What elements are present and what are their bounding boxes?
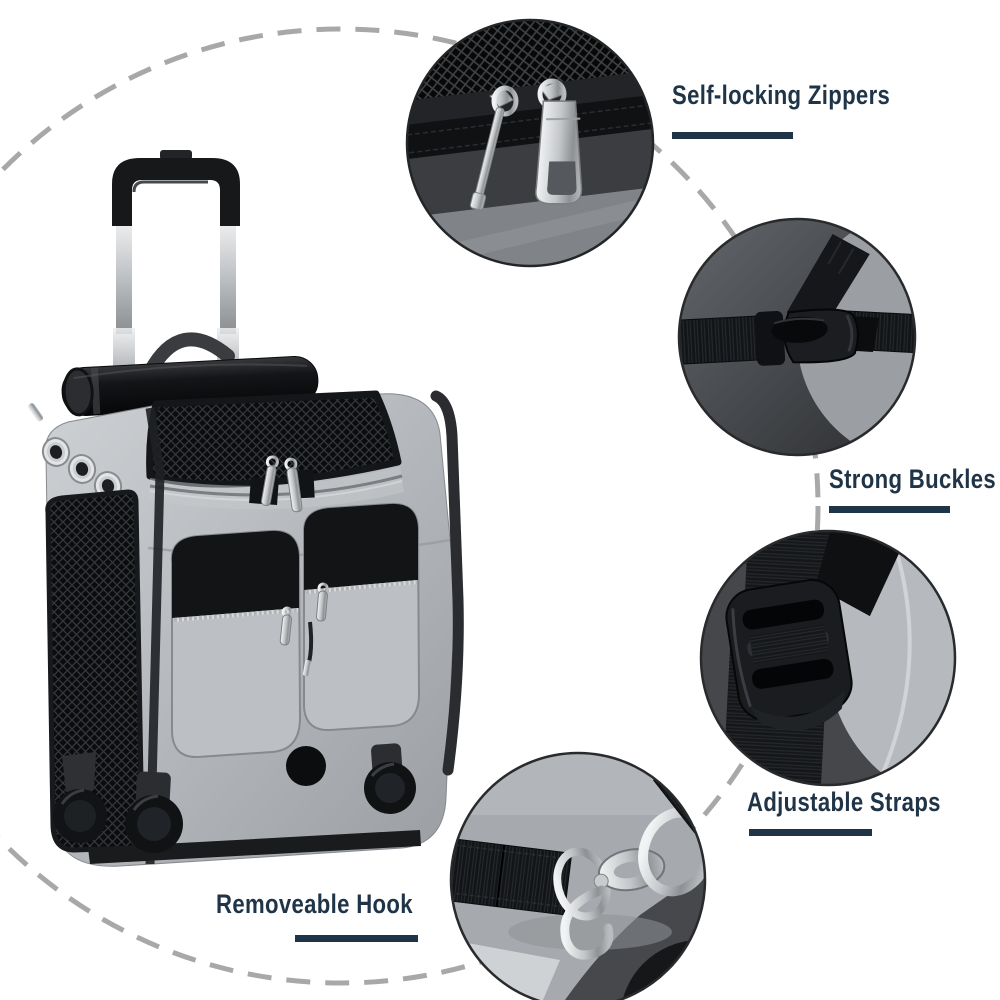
feature-label-adjustable-straps: Adjustable Straps (747, 787, 941, 818)
main-zipper-pulls (249, 455, 315, 513)
feature-underline-removeable-hook (295, 935, 418, 942)
front-pocket-right (302, 502, 421, 732)
zipper-pull-front (535, 78, 583, 205)
pocket-zipper-pull (316, 582, 329, 622)
ladder-lock-adjuster (725, 579, 853, 731)
hook-strap-left (451, 837, 573, 916)
feature-label-strong-buckles: Strong Buckles (829, 464, 996, 495)
dashed-circle-decoration (0, 26, 821, 986)
front-pocket-left (170, 529, 302, 759)
wheel-front-left (125, 771, 183, 853)
zipper-callout-photo (405, 18, 655, 268)
pocket-zipper-pull (279, 606, 293, 646)
feature-underline-self-locking-zippers (672, 132, 793, 139)
carrier-photo (28, 150, 464, 867)
bottom-base (88, 830, 421, 864)
feature-underline-adjustable-straps (749, 829, 872, 836)
strap-callout-photo (699, 529, 957, 787)
buckle-callout-photo (677, 217, 917, 457)
feature-underline-strong-buckles (829, 506, 950, 513)
wheel-rear-right (286, 746, 326, 786)
wheel-rear-left (53, 752, 107, 843)
feature-label-self-locking-zippers: Self-locking Zippers (672, 80, 890, 111)
feature-label-text: Self-locking Zippers (672, 80, 891, 110)
zipper-pull-side (469, 85, 519, 211)
main-zipper-seam (149, 474, 403, 497)
vent-grommets (41, 437, 123, 501)
feature-label-text: Strong Buckles (829, 464, 996, 494)
feature-label-removeable-hook: Removeable Hook (216, 889, 413, 920)
feature-label-text: Adjustable Straps (747, 787, 941, 817)
hook-callout-photo (449, 751, 707, 1000)
main-zipper-highlight (149, 480, 403, 501)
carry-handle-strap (143, 332, 235, 379)
right-trim (430, 390, 464, 776)
front-left-trim (145, 407, 165, 865)
trolley-handle (112, 150, 240, 384)
wheel-front-right (364, 743, 416, 814)
top-mesh-panel (146, 390, 402, 488)
side-zipper-pull (28, 403, 44, 422)
feature-label-text: Removeable Hook (216, 889, 413, 919)
